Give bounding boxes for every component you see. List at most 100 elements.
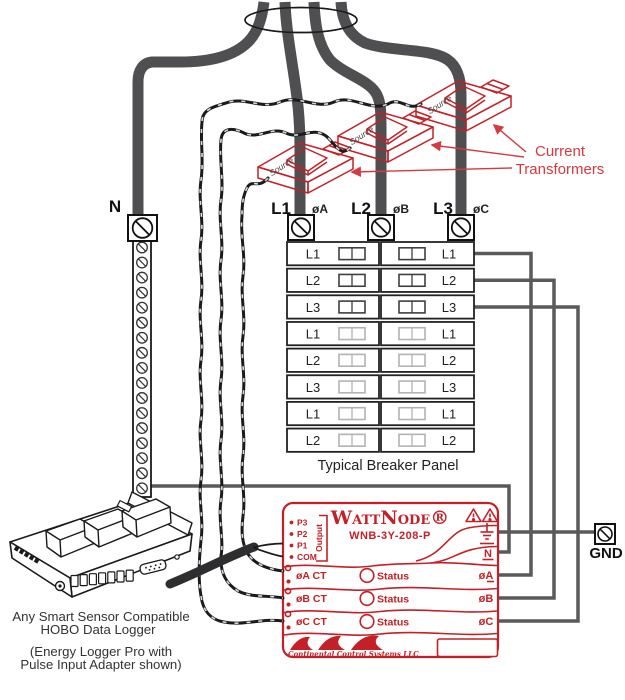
feed-wires bbox=[132, 1, 467, 217]
bus-screw-slot bbox=[137, 273, 147, 282]
bus-screw-slot bbox=[137, 363, 147, 373]
breaker-row bbox=[380, 267, 475, 293]
terminal-dot bbox=[289, 520, 294, 525]
circuit-wires bbox=[151, 251, 596, 623]
terminal-label-phase-a: øA bbox=[479, 570, 494, 582]
ct-input-label-a: øA CT bbox=[296, 570, 327, 582]
gnd-screw-terminal bbox=[594, 523, 616, 545]
bus-screw-slot bbox=[137, 378, 147, 388]
ct-row-b: øB CT Status bbox=[284, 587, 409, 607]
terminal-dot bbox=[289, 543, 294, 548]
breaker-row-label-left: L2 bbox=[306, 353, 320, 368]
breaker-row-label-right: L3 bbox=[442, 300, 456, 315]
bus-screw-slot bbox=[137, 288, 147, 297]
logger-caption-line1: Any Smart Sensor Compatible bbox=[12, 609, 189, 624]
right-terminals: N øA øB øC bbox=[479, 523, 494, 628]
feed-wire-neutral bbox=[132, 1, 270, 217]
status-label: Status bbox=[377, 571, 409, 583]
feed-wire-l1 bbox=[279, 1, 306, 217]
logger-front-ports bbox=[54, 554, 180, 592]
ct-lead-pair-highlight bbox=[198, 98, 422, 624]
screw-terminals bbox=[127, 214, 616, 545]
feed-wire-l3 bbox=[335, 1, 467, 217]
wattnode-model: WNB-3Y-208-P bbox=[349, 530, 431, 542]
neutral-bus-bar bbox=[132, 239, 152, 498]
logger-note-line1: (Energy Logger Pro with bbox=[30, 644, 172, 659]
ct-input-label-c: øC CT bbox=[296, 616, 327, 628]
logger-ridges bbox=[45, 498, 172, 558]
l1-label: L1 bbox=[271, 199, 291, 218]
breaker-row-label-right: L1 bbox=[442, 247, 456, 262]
bus-screw-slot bbox=[137, 454, 147, 463]
breaker-row-label-left: L2 bbox=[306, 433, 320, 448]
bus-screw-slot bbox=[137, 423, 147, 433]
breaker-row bbox=[380, 347, 475, 373]
ct-annotation-line2: Transformers bbox=[516, 161, 605, 178]
breaker-row bbox=[380, 321, 475, 347]
logger-vents bbox=[13, 545, 40, 564]
status-label: Status bbox=[377, 594, 409, 606]
breaker-row-label-left: L1 bbox=[306, 326, 320, 341]
phase-c-wire-run bbox=[474, 305, 580, 623]
breaker-row bbox=[380, 294, 475, 320]
phase-a-label: øA bbox=[312, 202, 328, 216]
breaker-row bbox=[380, 427, 475, 453]
ct-lead-wires bbox=[197, 98, 423, 625]
logger-caption-line2: HOBO Data Logger bbox=[40, 622, 156, 637]
ct-annotation: Current Transformers bbox=[350, 123, 605, 178]
ct-lead-pair-highlight bbox=[219, 128, 351, 599]
breaker-row-label-right: L2 bbox=[442, 273, 456, 288]
terminal-label-p3: P3 bbox=[297, 518, 308, 528]
terminal-label-phase-c: øC bbox=[479, 616, 494, 628]
breaker-row-label-left: L2 bbox=[306, 273, 320, 288]
breaker-panel-caption: Typical Breaker Panel bbox=[317, 458, 458, 474]
bus-screw-slot bbox=[137, 408, 147, 418]
ct-annotation-line1: Current bbox=[535, 143, 586, 160]
bus-screw-slot bbox=[137, 439, 147, 448]
earth-ground-icon bbox=[480, 523, 494, 545]
ct-lead-pair-highlight bbox=[240, 177, 284, 572]
phase-b-wire-run bbox=[474, 278, 556, 600]
terminal-dot bbox=[289, 555, 294, 559]
wattnode-brand: WattNode® bbox=[330, 507, 449, 529]
bus-screw-slot bbox=[137, 348, 147, 357]
gnd-label: GND bbox=[589, 545, 623, 562]
breaker-row-label-right: L2 bbox=[442, 433, 456, 448]
breaker-row-label-right: L3 bbox=[442, 380, 456, 395]
ct-lead-pair-a bbox=[240, 176, 285, 573]
l2-label: L2 bbox=[351, 199, 371, 218]
l3-screw-terminal bbox=[447, 214, 475, 241]
bus-screw-slot bbox=[137, 333, 147, 342]
bus-screw-slot bbox=[137, 258, 147, 267]
phase-c-label: øC bbox=[473, 202, 489, 216]
label-area bbox=[436, 638, 499, 658]
conduit-opening-outline bbox=[244, 6, 358, 34]
breaker-row-label-right: L2 bbox=[442, 353, 456, 368]
logger-captions: Any Smart Sensor Compatible HOBO Data Lo… bbox=[12, 609, 189, 672]
logger-note-line2: Pulse Input Adapter shown) bbox=[20, 657, 181, 672]
ccs-logo-caption: Continental Control Systems LLC bbox=[288, 650, 419, 659]
phase-b-label: øB bbox=[393, 202, 409, 216]
output-terminal-block: P3 P2 P1 COM Output bbox=[289, 514, 328, 562]
warning-icons bbox=[465, 508, 499, 523]
ccs-logo: Continental Control Systems LLC bbox=[288, 635, 419, 659]
output-group-label: Output bbox=[314, 524, 324, 552]
ct-input-label-b: øB CT bbox=[296, 593, 327, 605]
feed-wire-l2 bbox=[308, 1, 387, 217]
breaker-row-label-left: L3 bbox=[306, 380, 320, 395]
terminal-label-neutral: N bbox=[484, 548, 492, 560]
breaker-row bbox=[380, 374, 475, 400]
terminal-label-phase-b: øB bbox=[479, 593, 494, 605]
phase-a-wire-run bbox=[474, 251, 533, 577]
neutral-label: N bbox=[109, 197, 121, 216]
breaker-row bbox=[380, 400, 475, 427]
l1-screw-terminal bbox=[287, 214, 315, 241]
bus-screw-slot bbox=[137, 243, 147, 252]
breaker-row-label-left: L1 bbox=[306, 247, 320, 262]
terminal-label-p2: P2 bbox=[297, 529, 308, 539]
bus-screw-slot bbox=[137, 469, 147, 478]
breaker-row bbox=[380, 241, 475, 267]
breaker-row-label-left: L3 bbox=[306, 300, 320, 315]
